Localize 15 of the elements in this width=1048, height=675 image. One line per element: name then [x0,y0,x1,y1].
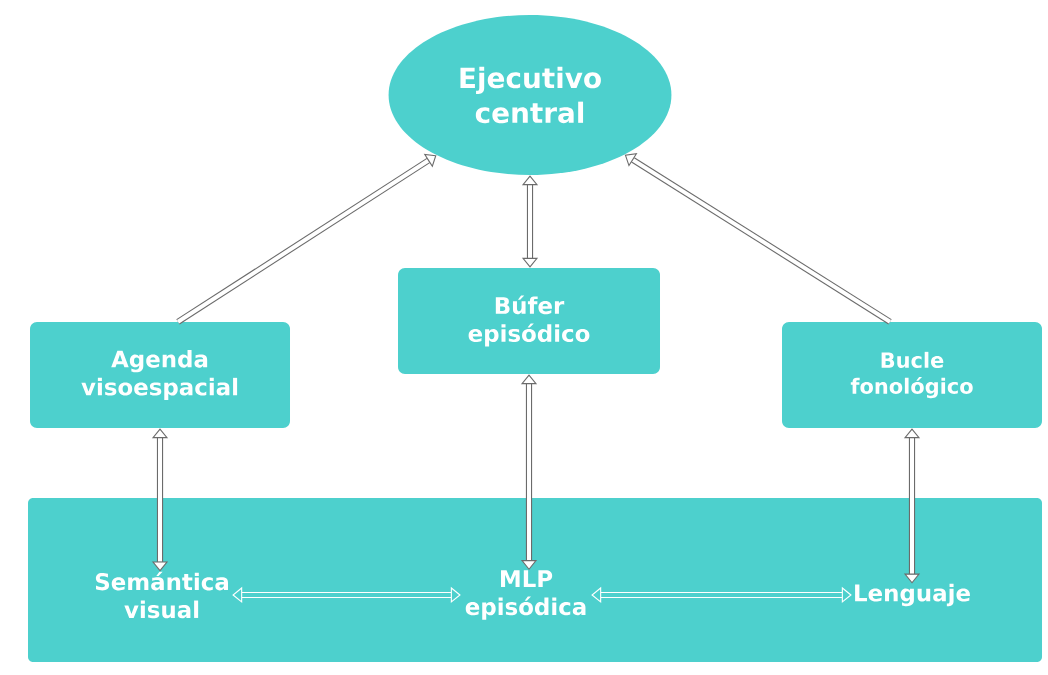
band-label: Semántica visual [95,571,228,619]
ellipse-node: Ejecutivo central [388,15,672,175]
arrow [176,153,437,325]
arrow [624,153,892,325]
process-box: Agenda visoespacial [30,322,290,428]
arrow [591,586,852,604]
band-label: Lenguaje [855,583,970,607]
arrow [232,586,461,604]
arrow [521,175,539,268]
process-box: Bucle fonológico [782,322,1042,428]
arrow [151,428,169,572]
arrow [903,428,921,584]
memory-band [28,498,1042,662]
band-label: MLP episódica [465,570,586,620]
process-box: Búfer episódico [398,268,660,374]
